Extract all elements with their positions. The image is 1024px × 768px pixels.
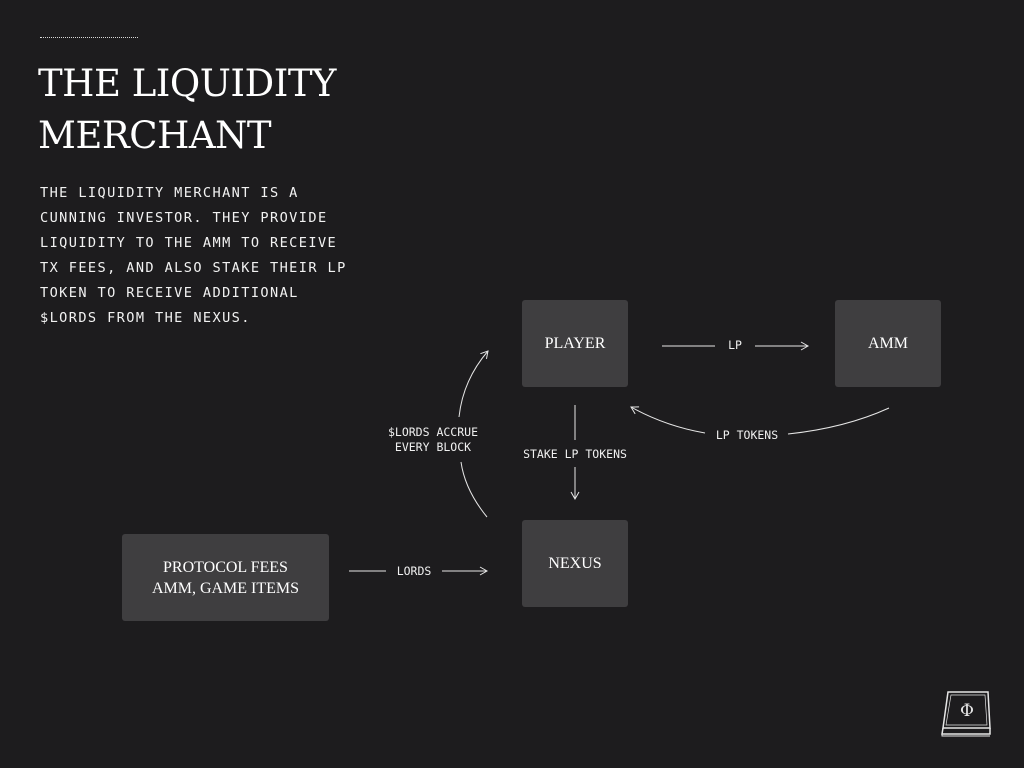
arrow-amm-to-player-left — [630, 406, 706, 434]
edge-label-stake-lp-tokens: STAKE LP TOKENS — [523, 447, 627, 461]
node-nexus: NEXUS — [522, 520, 628, 607]
node-amm: AMM — [835, 300, 941, 387]
arrow-nexus-to-player-top — [458, 350, 489, 418]
edge-label-lp: LP — [728, 338, 742, 352]
book-phi-glyph: Φ — [960, 701, 974, 721]
dotted-divider — [40, 37, 138, 38]
node-amm-label: AMM — [867, 335, 908, 352]
edge-label-lords-accrue-line1: $LORDS ACCRUE — [387, 425, 478, 439]
arrow-amm-to-player-right — [787, 407, 890, 435]
description-text: THE LIQUIDITY MERCHANT IS A CUNNING INVE… — [40, 185, 347, 326]
book-phi-icon: Φ — [941, 691, 991, 737]
node-protocol-fees-label-line1: PROTOCOL FEES — [163, 558, 288, 576]
edge-label-lords: LORDS — [396, 564, 432, 578]
arrow-nexus-to-player-bottom — [460, 461, 488, 518]
node-protocol-fees: PROTOCOL FEES AMM, GAME ITEMS — [122, 534, 329, 621]
edge-label-lp-tokens: LP TOKENS — [715, 428, 779, 442]
node-player-label: PLAYER — [544, 335, 606, 352]
node-nexus-label: NEXUS — [548, 555, 602, 572]
node-player: PLAYER — [522, 300, 628, 387]
edge-label-lords-accrue-line2: EVERY BLOCK — [394, 440, 472, 454]
edge-label-lords-accrue: $LORDS ACCRUE EVERY BLOCK — [380, 425, 486, 455]
node-protocol-fees-label-line2: AMM, GAME ITEMS — [151, 579, 300, 597]
page-title: THE LIQUIDITY MERCHANT — [38, 62, 336, 157]
